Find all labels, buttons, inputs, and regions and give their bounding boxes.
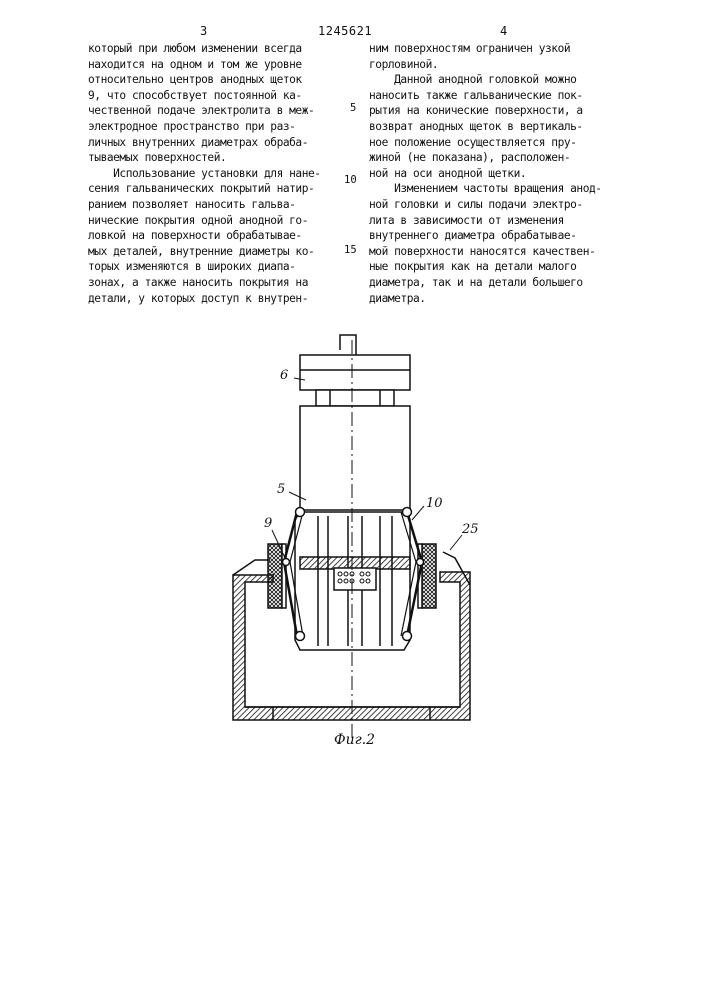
callout-5: 5 [277,482,285,497]
housing [300,406,410,510]
figure-caption: Фиг.2 [334,732,375,748]
top-cap [300,355,410,390]
drive-key [340,335,356,355]
callout-10: 10 [426,496,443,511]
neck-seal-right [422,544,436,608]
callout-6: 6 [280,368,288,383]
neck-seal-left [268,544,282,608]
callout-25: 25 [462,522,479,537]
callout-9: 9 [264,516,272,531]
